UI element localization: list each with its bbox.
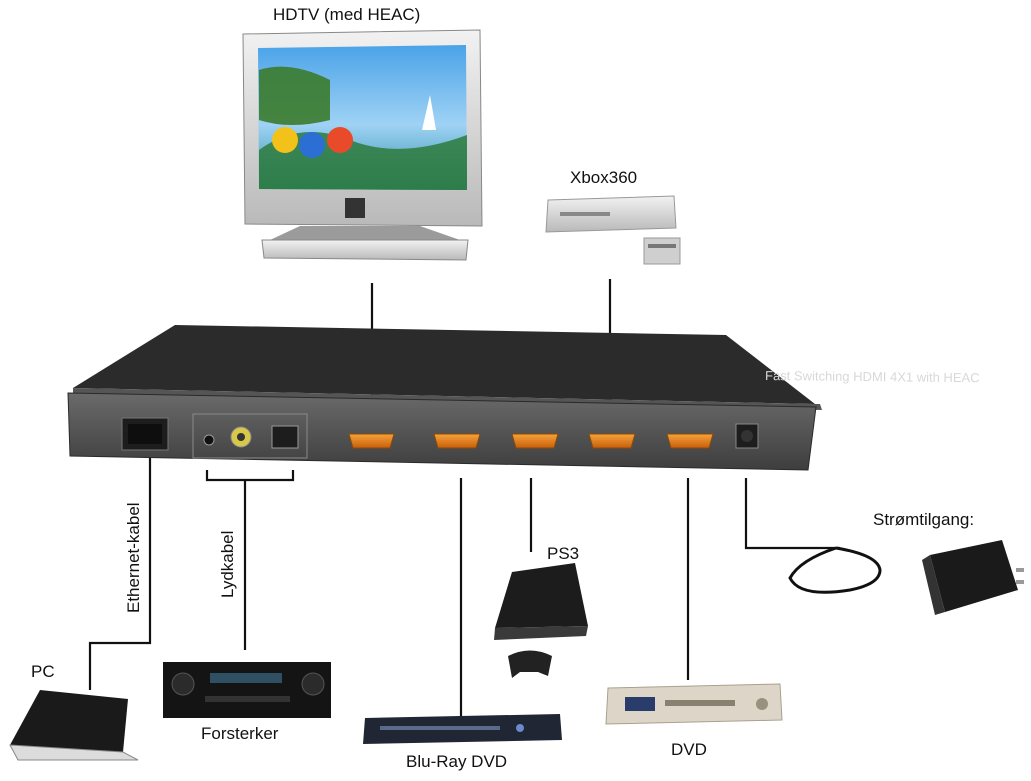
bluray-label: Blu-Ray DVD (406, 752, 508, 771)
ethernet-cable-label: Ethernet-kabel (124, 502, 143, 613)
cables (88, 279, 840, 720)
pc-label: PC (31, 662, 55, 681)
power-label: Strømtilgang: (873, 510, 975, 529)
hdmi-in2-port (511, 433, 559, 449)
ps3-device (494, 563, 588, 678)
ethernet-cable-line (88, 455, 152, 690)
audio-bracket (205, 470, 295, 482)
dvd-label: DVD (671, 740, 707, 759)
hdmi-in1-port (433, 433, 481, 449)
hdmi-switcher: Fast Switching HDMI 4X1 with HEAC (67, 325, 980, 471)
dvd-device (605, 683, 783, 725)
amplifier-device (163, 662, 331, 718)
hdmi-in4-port (666, 433, 714, 449)
xbox-device (545, 195, 681, 265)
hdmi-out-port (348, 433, 395, 449)
audio-cable-label: Lydkabel (218, 530, 237, 598)
power-cable (744, 478, 840, 550)
hdtv-device (242, 29, 483, 261)
hdmi-in3-port (588, 433, 636, 449)
ps3-label: PS3 (547, 544, 580, 563)
xbox-label: Xbox360 (570, 168, 638, 187)
power-adapter (788, 540, 1024, 615)
pc-laptop (9, 690, 139, 761)
hdmi-ports (348, 433, 714, 449)
audio-port-panel (192, 413, 308, 459)
switcher-panel-text: Fast Switching HDMI 4X1 with HEAC (765, 368, 980, 385)
analog-audio-port (203, 434, 215, 446)
amplifier-label: Forsterker (201, 724, 279, 743)
bluray-device (363, 714, 562, 744)
hdtv-label: HDTV (med HEAC) (273, 5, 421, 24)
optical-audio-port (271, 425, 299, 449)
